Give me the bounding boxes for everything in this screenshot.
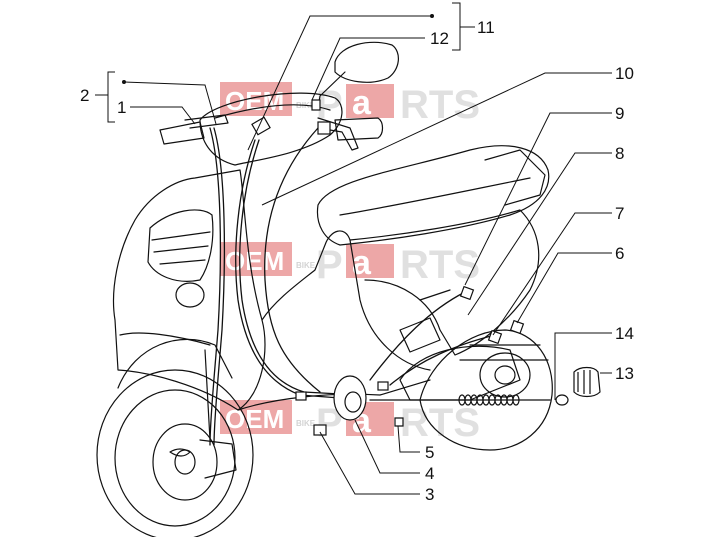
callout-1: 1 <box>117 98 126 117</box>
leader-10 <box>261 72 612 206</box>
bracket-11 <box>452 2 461 51</box>
callout-7: 7 <box>615 204 624 223</box>
callout-12: 12 <box>430 29 449 48</box>
cables <box>209 127 551 446</box>
watermark-p-text: P <box>316 243 343 287</box>
small-parts <box>251 99 601 436</box>
watermark-rts-text: RTS <box>400 83 480 127</box>
watermark-oem-text: OEM <box>225 404 284 434</box>
front-brake-cable <box>209 127 222 446</box>
nut-6 <box>509 319 525 335</box>
leader-dots <box>122 14 434 84</box>
callout-2: 2 <box>80 86 89 105</box>
watermark-middle: OEM BIKE P a RTS <box>220 242 480 287</box>
cable-fitting-lower <box>295 391 307 401</box>
leader-3 <box>319 431 420 495</box>
leader-4 <box>354 419 420 474</box>
cable-fitting-top <box>311 99 321 111</box>
rear-wheel <box>419 329 553 451</box>
callout-10: 10 <box>615 64 634 83</box>
watermark-oem-text: OEM <box>225 246 284 276</box>
nut-9 <box>459 285 475 301</box>
callout-14: 14 <box>615 324 634 343</box>
watermark-bike-text: BIKE <box>296 419 316 428</box>
watermark-rts-text: RTS <box>400 401 480 445</box>
cable-junction-cap <box>344 391 362 413</box>
screw <box>394 417 404 427</box>
leader-9 <box>464 112 612 286</box>
watermark-rts-text: RTS <box>400 243 480 287</box>
bracket-2 <box>107 71 115 123</box>
callout-9: 9 <box>615 104 624 123</box>
center-tunnel <box>261 230 431 371</box>
watermark-a-text: a <box>352 84 372 122</box>
adjuster-nut <box>573 366 601 398</box>
callout-13: 13 <box>615 364 634 383</box>
indicator-lamp <box>175 282 205 308</box>
watermark-oem-text: OEM <box>225 86 284 116</box>
callout-8: 8 <box>615 144 624 163</box>
callout-11: 11 <box>477 18 495 37</box>
leader-7 <box>492 212 612 336</box>
cable-fitting-12 <box>251 116 271 136</box>
handlebar-cover <box>199 92 343 166</box>
left-brake-lever <box>184 114 229 129</box>
watermark-a-text: a <box>352 244 372 282</box>
front-wheel <box>96 369 254 537</box>
nut-8 <box>487 329 503 345</box>
leader-1 <box>130 106 196 125</box>
callout-4: 4 <box>425 464 434 483</box>
leader-5 <box>397 425 420 453</box>
scooter-drawing <box>96 41 553 537</box>
leader-lines <box>95 2 612 495</box>
leader-12 <box>311 37 425 101</box>
leader-11 <box>247 15 432 151</box>
callout-5: 5 <box>425 443 434 462</box>
watermark-bike-text: BIKE <box>296 261 316 270</box>
leader-14 <box>554 332 612 400</box>
right-grip <box>334 117 384 141</box>
front-shield <box>112 169 266 411</box>
rear-body <box>349 209 540 356</box>
right-brake-lever <box>317 117 359 151</box>
seat <box>316 145 550 246</box>
luggage-rack <box>484 149 546 206</box>
throttle-cable <box>235 139 341 399</box>
front-fork <box>117 338 233 389</box>
cable-clip <box>313 424 327 436</box>
leader-8 <box>467 152 612 316</box>
callout-labels: 2 1 11 12 10 9 8 7 6 14 13 5 4 3 <box>80 18 634 504</box>
coil-spring <box>458 394 520 406</box>
cable-end-fitting <box>555 394 569 406</box>
callout-3: 3 <box>425 485 434 504</box>
cable-fitting-junction <box>377 381 389 391</box>
leader-6 <box>516 252 612 324</box>
headlight-grille <box>147 209 214 282</box>
callout-6: 6 <box>615 244 624 263</box>
front-fork-leg <box>204 349 211 441</box>
cable-fitting-right <box>317 121 331 135</box>
leader-2 <box>123 81 217 125</box>
engine-casing <box>399 345 521 401</box>
watermark-top: OEM BIKE P a RTS <box>220 82 480 127</box>
rear-cable-run <box>369 291 466 381</box>
rear-brake-cable <box>264 127 321 393</box>
left-grip <box>159 121 205 145</box>
